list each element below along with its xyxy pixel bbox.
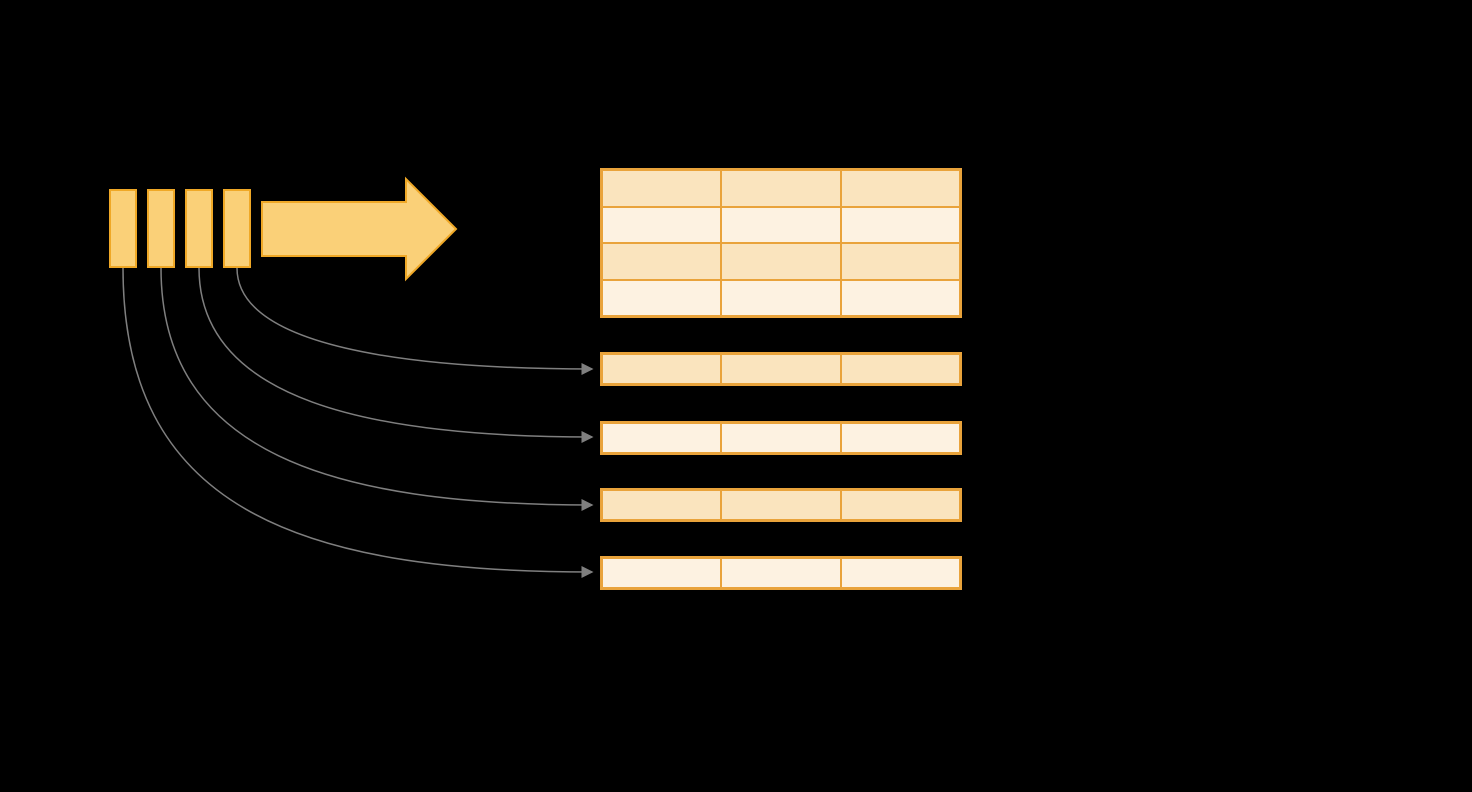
connector-arrow — [122, 267, 594, 578]
connector-arrows — [122, 267, 594, 578]
extracted-row-table — [600, 421, 962, 455]
connector-arrow — [198, 267, 594, 443]
table-cell — [721, 490, 841, 520]
table-cell — [602, 354, 722, 384]
table-cell — [840, 558, 960, 588]
batch-table — [600, 168, 962, 318]
table-cell — [840, 490, 960, 520]
connector-arrow — [160, 267, 594, 511]
stream-segment-bar — [223, 189, 251, 268]
table-cell — [602, 423, 722, 453]
table-cell — [721, 279, 841, 316]
table-cell — [721, 354, 841, 384]
table-cell — [840, 170, 960, 207]
stream-segment-bar — [109, 189, 137, 268]
table-cell — [721, 206, 841, 243]
table-cell — [840, 206, 960, 243]
extracted-row-table — [600, 488, 962, 522]
extracted-row-table — [600, 556, 962, 590]
table-cell — [840, 243, 960, 280]
table-cell — [602, 490, 722, 520]
stream-segment-bar — [185, 189, 213, 268]
table-cell — [840, 354, 960, 384]
table-cell — [840, 423, 960, 453]
table-cell — [602, 206, 722, 243]
flow-arrow — [261, 176, 458, 282]
table-cell — [602, 243, 722, 280]
stream-segment-bars — [109, 189, 251, 268]
table-cell — [602, 279, 722, 316]
table-cell — [602, 170, 722, 207]
connector-arrow — [236, 267, 594, 375]
stream-segment-bar — [147, 189, 175, 268]
extracted-row-table — [600, 352, 962, 386]
table-cell — [721, 423, 841, 453]
table-cell — [721, 243, 841, 280]
table-cell — [721, 558, 841, 588]
table-cell — [721, 170, 841, 207]
table-cell — [840, 279, 960, 316]
table-cell — [602, 558, 722, 588]
